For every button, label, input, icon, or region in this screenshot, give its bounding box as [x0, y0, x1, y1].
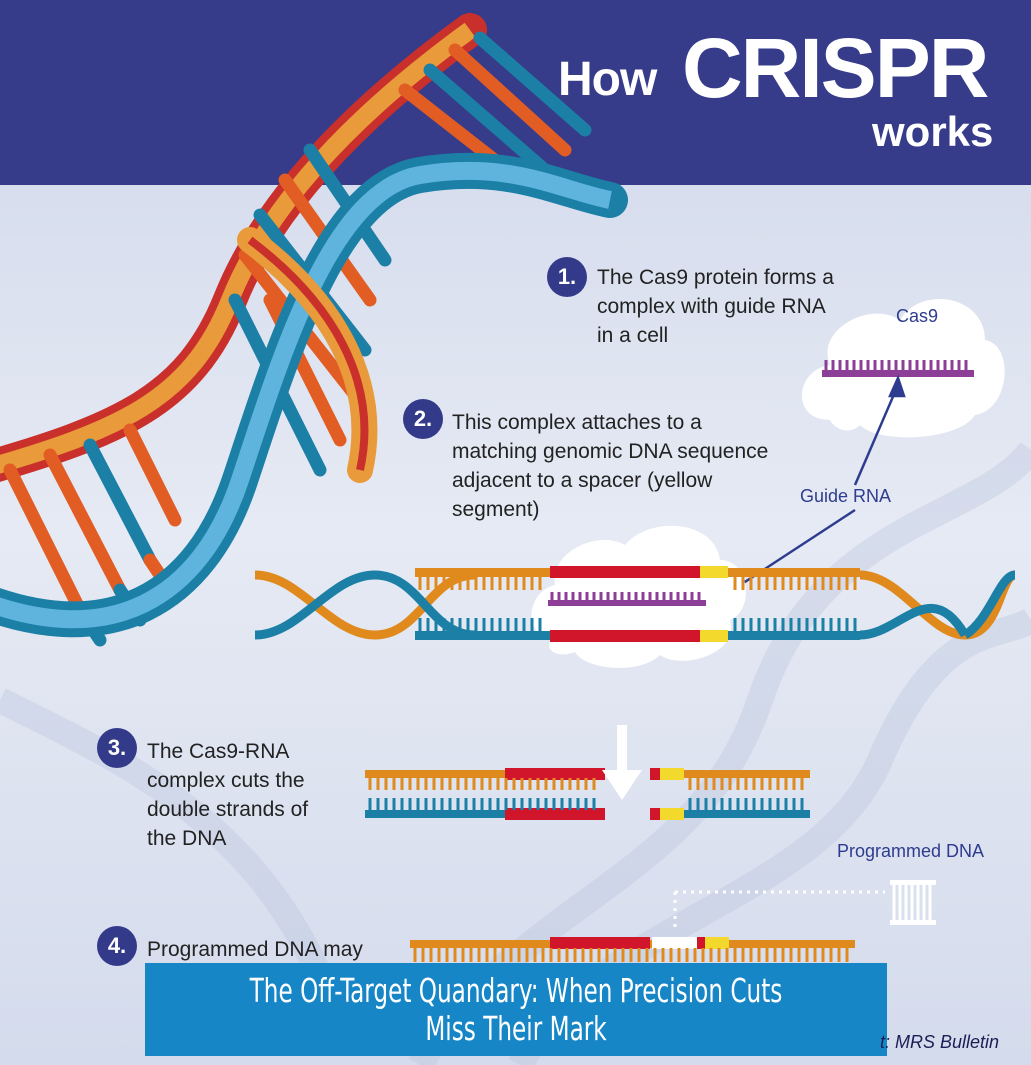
caption-banner: The Off-Target Quandary: When Precision …: [145, 963, 887, 1056]
title-works: works: [872, 108, 994, 155]
cas9-label: Cas9: [896, 306, 939, 326]
step-4-badge: 4.: [97, 926, 137, 966]
dna-step3-cut: [365, 768, 810, 820]
helix-illustration: [0, 13, 628, 647]
step-1-text: The Cas9 protein forms a complex with gu…: [597, 266, 834, 347]
dna-step4: [410, 937, 855, 949]
step-1-badge: 1.: [547, 257, 587, 297]
guide-rna-comb: [822, 370, 974, 377]
step-2-badge: 2.: [403, 399, 443, 439]
step-2-text: This complex attaches to a matching geno…: [452, 411, 769, 521]
step-4-text: Programmed DNA may: [147, 938, 363, 961]
image-credit: t: MRS Bulletin: [880, 1032, 1000, 1052]
caption-text: The Off-Target Quandary: When Precision …: [249, 970, 783, 1048]
step-3-badge: 3.: [97, 728, 137, 768]
title-crispr: CRISPR: [682, 21, 989, 115]
title-how: How: [558, 53, 657, 106]
step-3-text: The Cas9-RNA complex cuts the double str…: [147, 740, 309, 850]
guide-rna-label: Guide RNA: [800, 486, 892, 506]
programmed-dna-label: Programmed DNA: [837, 841, 985, 861]
cut-arrow-icon: [602, 725, 642, 800]
dna-step2: [254, 566, 1017, 642]
header-band: [0, 0, 1031, 185]
programmed-dna-insert: [673, 880, 936, 930]
